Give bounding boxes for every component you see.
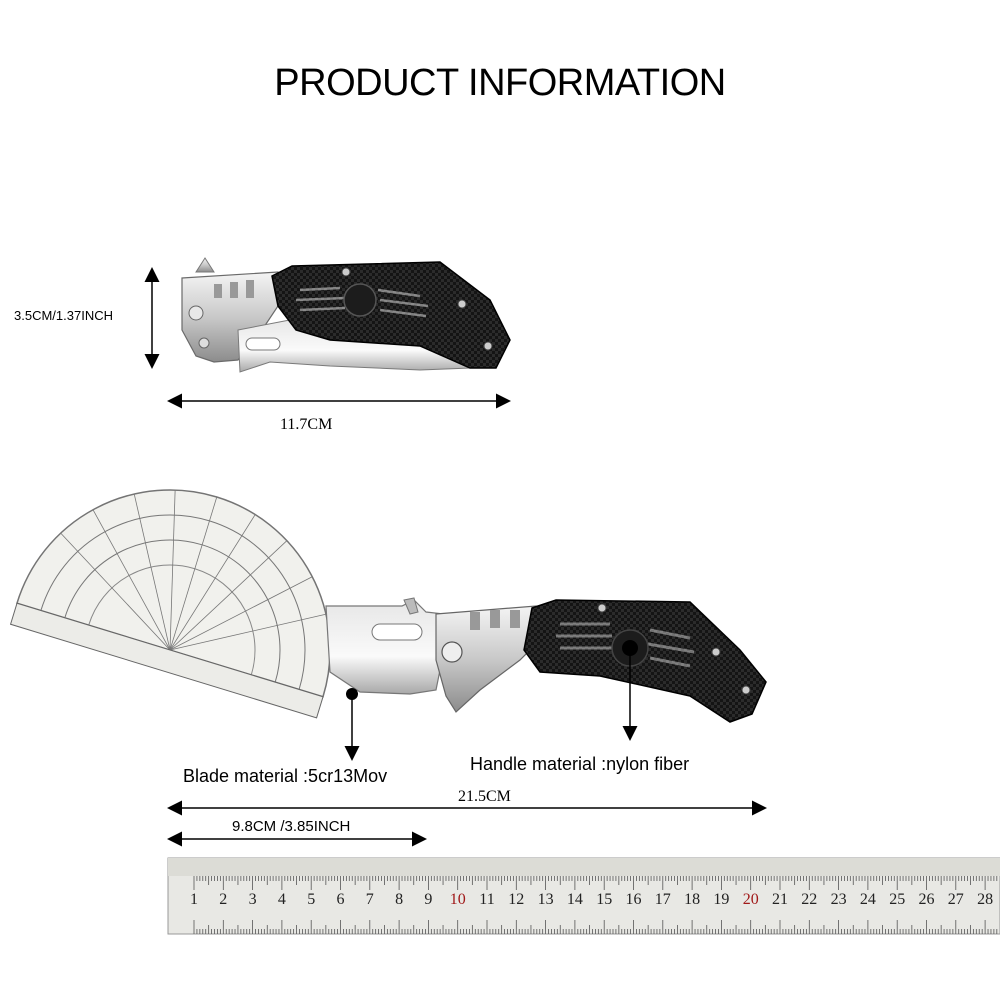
top-height-label: 3.5CM/1.37INCH — [14, 308, 113, 323]
handle-material-label: Handle material :nylon fiber — [470, 754, 690, 774]
ruler-number: 2 — [219, 891, 227, 908]
ruler-number: 17 — [655, 891, 671, 908]
top-knife-image — [181, 257, 511, 373]
ruler-number: 9 — [424, 891, 432, 908]
ruler-number: 22 — [801, 891, 817, 908]
bottom-knife-image — [325, 597, 767, 723]
ruler-number: 11 — [479, 891, 494, 908]
protractor-image — [9, 489, 331, 719]
ruler-number: 28 — [977, 891, 993, 908]
ruler-number: 24 — [860, 891, 876, 908]
ruler-number: 5 — [307, 891, 315, 908]
ruler-number: 10 — [450, 891, 466, 908]
ruler-number: 4 — [278, 891, 286, 908]
ruler-number: 25 — [889, 891, 905, 908]
ruler-number: 1 — [190, 891, 198, 908]
ruler-number: 26 — [919, 891, 935, 908]
ruler-number: 20 — [743, 891, 759, 908]
ruler-number: 19 — [713, 891, 729, 908]
ruler-number: 23 — [831, 891, 847, 908]
blade-material-label: Blade material :5cr13Mov — [183, 766, 388, 786]
ruler-number: 13 — [538, 891, 554, 908]
ruler-number: 7 — [366, 891, 374, 908]
ruler-number: 8 — [395, 891, 403, 908]
ruler-number: 12 — [508, 891, 524, 908]
ruler-number: 27 — [948, 891, 964, 908]
page-title: PRODUCT INFORMATION — [274, 62, 726, 104]
ruler-number: 16 — [626, 891, 642, 908]
ruler-number: 15 — [596, 891, 612, 908]
ruler-number: 21 — [772, 891, 788, 908]
ruler-number: 14 — [567, 891, 583, 908]
blade-length-label: 9.8CM /3.85INCH — [232, 818, 351, 835]
ruler-number: 3 — [249, 891, 257, 908]
ruler-number: 18 — [684, 891, 700, 908]
total-length-label: 21.5CM — [458, 788, 511, 805]
top-length-label: 11.7CM — [280, 416, 333, 433]
ruler-number: 6 — [337, 891, 345, 908]
